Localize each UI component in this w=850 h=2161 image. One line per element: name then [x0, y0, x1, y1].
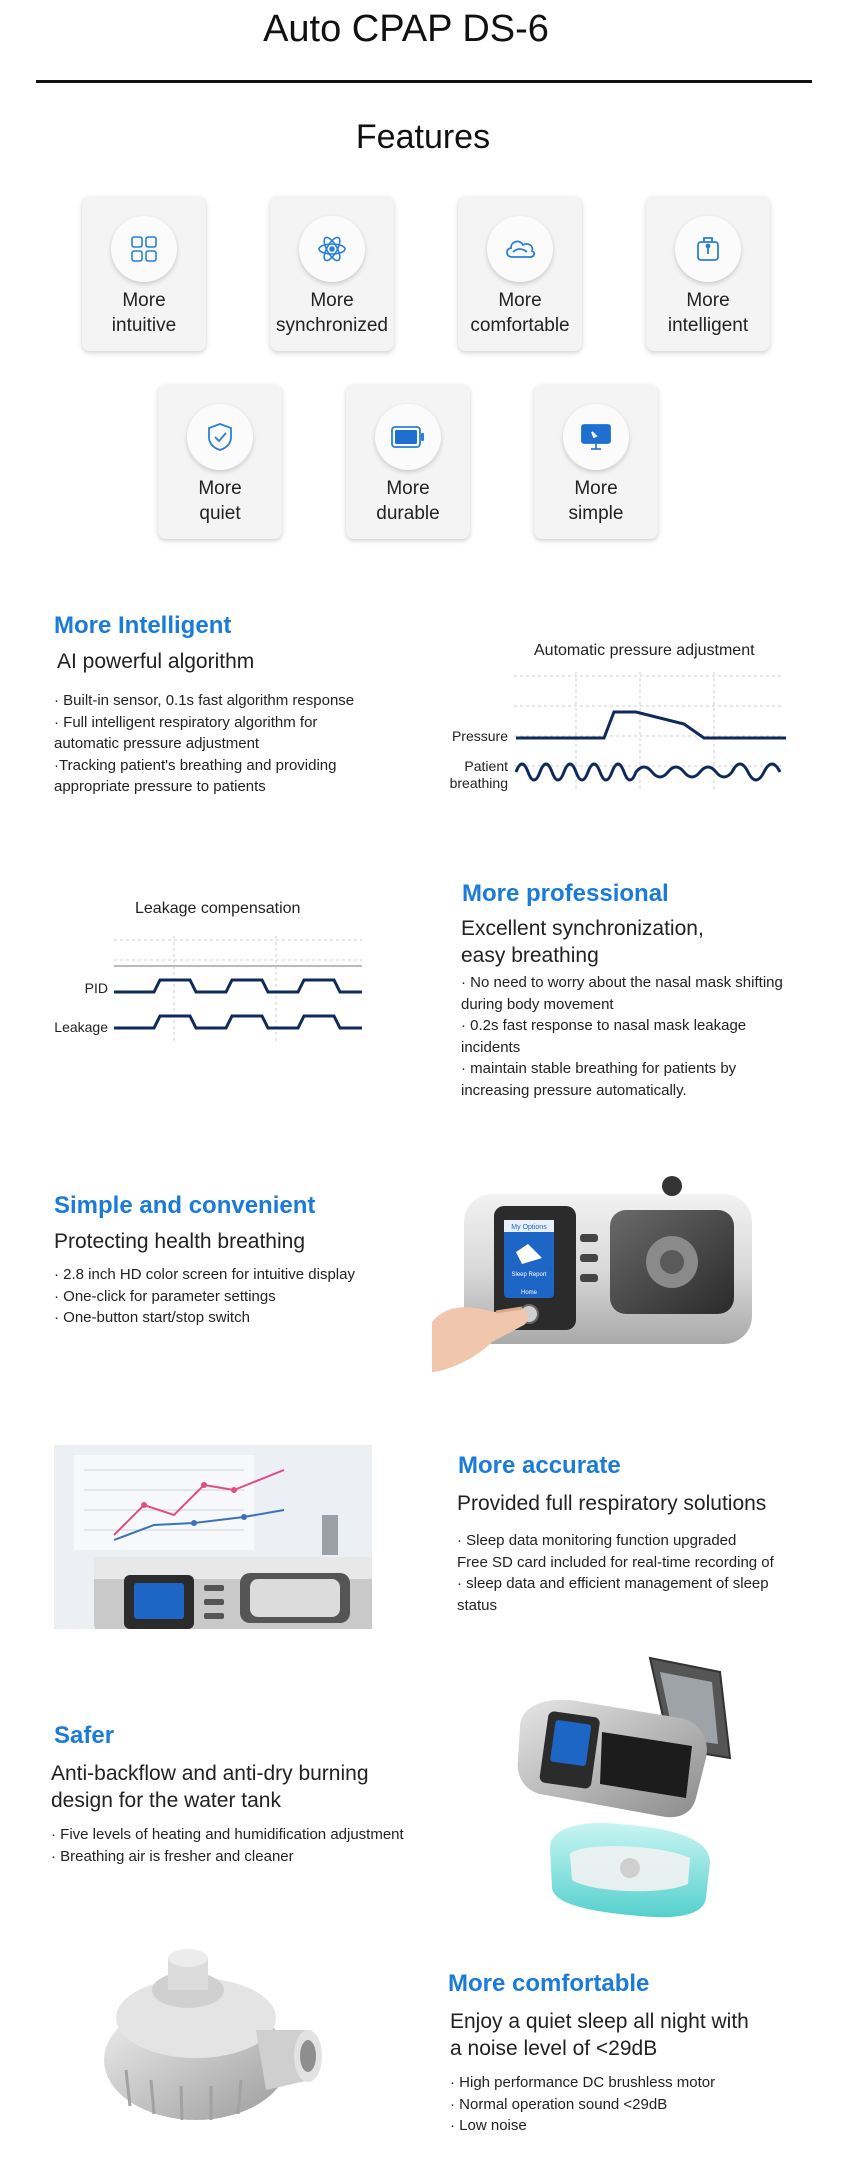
diagram-label-patient-line2: breathing — [449, 775, 508, 791]
bullet-item: · maintain stable breathing for patients… — [461, 1060, 737, 1099]
feature-label-line2: quiet — [199, 503, 241, 524]
bullet-item: · Five levels of heating and humidificat… — [51, 1826, 404, 1843]
grid-icon — [111, 216, 177, 282]
section-bullets-professional: · No need to worry about the nasal mask … — [461, 972, 791, 1101]
feature-label-line2: intuitive — [111, 315, 177, 336]
bullet-item: · One-click for parameter settings — [54, 1287, 276, 1305]
section-bullets-comfortable: · High performance DC brushless motor · … — [450, 2072, 810, 2137]
feature-card-comfortable: More comfortable — [458, 196, 582, 351]
subheading-line2: a noise level of <29dB — [450, 2037, 658, 2060]
feature-label-line2: comfortable — [470, 315, 570, 336]
feature-card-quiet: More quiet — [158, 384, 282, 539]
bullet-item: · Full intelligent respiratory algorithm… — [54, 713, 318, 753]
title-divider — [36, 80, 812, 83]
section-subheading-safer: Anti-backflow and anti-dry burning desig… — [51, 1760, 369, 1814]
section-heading-safer: Safer — [54, 1722, 115, 1749]
bullet-item: · No need to worry about the nasal mask … — [461, 974, 783, 1013]
atom-icon — [299, 216, 365, 282]
section-subheading-comfortable: Enjoy a quiet sleep all night with a noi… — [450, 2008, 749, 2062]
diagram-label-patient-line1: Patient — [464, 758, 508, 774]
feature-label-line1: More — [198, 478, 242, 499]
feature-label-line2: intelligent — [667, 315, 749, 336]
feature-label-line1: More — [574, 478, 618, 499]
feature-label-line1: More — [386, 478, 430, 499]
bullet-item: · 0.2s fast response to nasal mask leaka… — [461, 1017, 747, 1056]
bullet-item: · Low noise — [450, 2117, 527, 2134]
cloud-icon — [487, 216, 553, 282]
feature-label-line1: More — [686, 290, 730, 311]
leakage-compensation-diagram — [114, 936, 362, 1044]
feature-card-durable: More durable — [346, 384, 470, 539]
monitor-icon — [563, 404, 629, 470]
section-heading-intelligent: More Intelligent — [54, 612, 232, 639]
cpap-device-image: My Options Sleep Report Home — [432, 1172, 762, 1372]
device-icon — [675, 216, 741, 282]
section-heading-accurate: More accurate — [458, 1452, 621, 1479]
feature-card-intelligent: More intelligent — [646, 196, 770, 351]
bullet-item: · Sleep data monitoring function upgrade… — [457, 1532, 737, 1549]
diagram-label-patient: Patient breathing — [430, 758, 508, 792]
feature-label-line2: simple — [568, 503, 624, 524]
section-subheading-simple: Protecting health breathing — [54, 1230, 306, 1253]
subheading-line1: Anti-backflow and anti-dry burning — [51, 1762, 369, 1785]
section-heading-comfortable: More comfortable — [448, 1970, 650, 1997]
bullet-item: · Normal operation sound <29dB — [450, 2095, 668, 2113]
section-subheading-intelligent: AI powerful algorithm — [57, 650, 255, 673]
feature-label-line2: durable — [376, 503, 440, 524]
water-tank-image — [510, 1648, 750, 1928]
brushless-motor-image — [96, 1930, 336, 2130]
section-subheading-accurate: Provided full respiratory solutions — [457, 1492, 767, 1515]
page-title: Auto CPAP DS-6 — [263, 8, 549, 50]
bullet-item: Free SD card included for real-time reco… — [457, 1553, 774, 1571]
screen-text-line1: My Options — [511, 1224, 547, 1231]
section-heading-professional: More professional — [462, 880, 669, 907]
screen-text-line3: Home — [521, 1290, 538, 1296]
subheading-line1: Excellent synchronization, — [461, 917, 704, 940]
sleep-data-image — [54, 1445, 372, 1629]
diagram-label-pid: PID — [84, 980, 108, 996]
bullet-item: ·Tracking patient's breathing and provid… — [54, 756, 337, 796]
bullet-item: · sleep data and efficient management of… — [457, 1575, 769, 1614]
feature-label-line2: synchronized — [276, 315, 388, 336]
subheading-line1: Enjoy a quiet sleep all night with — [450, 2010, 749, 2033]
bullet-item: · Built-in sensor, 0.1s fast algorithm r… — [54, 692, 355, 709]
battery-icon — [375, 404, 441, 470]
section-bullets-simple: · 2.8 inch HD color screen for intuitive… — [54, 1264, 414, 1329]
section-bullets-intelligent: · Built-in sensor, 0.1s fast algorithm r… — [54, 690, 364, 798]
diagram-label-pressure: Pressure — [451, 728, 508, 744]
diagram-title-pressure: Automatic pressure adjustment — [534, 642, 755, 659]
screen-text-line2: Sleep Report — [511, 1272, 546, 1278]
section-bullets-safer: · Five levels of heating and humidificat… — [51, 1824, 431, 1867]
bullet-item: · High performance DC brushless motor — [450, 2074, 716, 2091]
features-title: Features — [355, 118, 491, 156]
pressure-adjustment-diagram — [514, 672, 786, 792]
shield-check-icon — [187, 404, 253, 470]
feature-label-line1: More — [122, 290, 166, 311]
feature-label-line1: More — [310, 290, 354, 311]
feature-card-synchronized: More synchronized — [270, 196, 394, 351]
bullet-item: · One-button start/stop switch — [54, 1309, 250, 1326]
section-bullets-accurate: · Sleep data monitoring function upgrade… — [457, 1530, 802, 1616]
feature-card-intuitive: More intuitive — [82, 196, 206, 351]
subheading-line2: easy breathing — [461, 944, 599, 967]
bullet-item: · 2.8 inch HD color screen for intuitive… — [54, 1266, 355, 1283]
diagram-title-leakage: Leakage compensation — [135, 900, 301, 917]
section-heading-simple: Simple and convenient — [54, 1192, 316, 1219]
section-subheading-professional: Excellent synchronization, easy breathin… — [461, 915, 704, 969]
diagram-label-leakage: Leakage — [54, 1019, 108, 1035]
feature-label-line1: More — [498, 290, 542, 311]
bullet-item: · Breathing air is fresher and cleaner — [51, 1847, 294, 1865]
feature-card-simple: More simple — [534, 384, 658, 539]
subheading-line2: design for the water tank — [51, 1789, 281, 1812]
